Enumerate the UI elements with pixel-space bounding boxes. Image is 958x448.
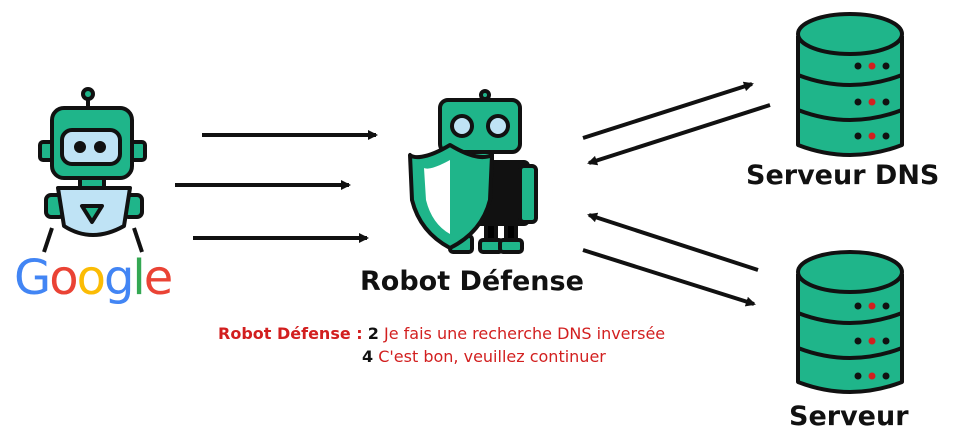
robot-defense-label: Robot Défense: [360, 266, 584, 297]
caption-step-text: Je fais une recherche DNS inversée: [383, 324, 666, 343]
caption-line-1: Robot Défense : 2 Je fais une recherche …: [218, 324, 665, 343]
request-arrows: [175, 130, 378, 243]
dns-server-label: Serveur DNS: [746, 160, 940, 191]
caption-lead: Robot Défense :: [218, 324, 363, 343]
caption-step-number: 4: [362, 347, 374, 366]
caption-step-text: C'est bon, veuillez continuer: [378, 347, 606, 366]
robot-defense-icon: [408, 89, 538, 254]
google-logo: Google: [14, 250, 173, 306]
server-label: Serveur: [789, 401, 909, 432]
dns-server-icon: [796, 12, 904, 157]
google-robot-icon: [38, 87, 147, 253]
server-arrows: [582, 212, 759, 307]
dns-arrows: [582, 81, 771, 166]
caption-step-number: 2: [367, 324, 379, 343]
server-icon: [796, 250, 904, 394]
caption-line-2: 4 C'est bon, veuillez continuer: [362, 347, 606, 366]
